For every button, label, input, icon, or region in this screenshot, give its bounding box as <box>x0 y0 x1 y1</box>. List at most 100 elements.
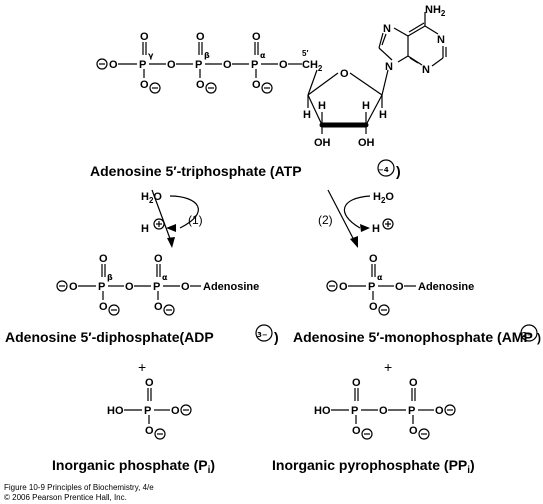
svg-text:O: O <box>167 59 176 71</box>
svg-text:N: N <box>422 64 430 76</box>
svg-text:O: O <box>125 281 134 293</box>
svg-text:2−: 2− <box>522 331 533 339</box>
svg-text:O: O <box>145 377 154 389</box>
alpha-label: α <box>260 51 266 60</box>
pyrophosphate-caption: Inorganic pyrophosphate (PPi) <box>272 457 475 476</box>
svg-text:β: β <box>107 273 113 282</box>
svg-text:O: O <box>140 31 149 43</box>
water-2-label: H2O <box>373 191 394 205</box>
reaction-2-label: (2) <box>318 213 333 227</box>
svg-text:P: P <box>251 59 258 71</box>
svg-text:O: O <box>196 79 205 91</box>
negative-charge-icon <box>261 82 273 94</box>
amp-caption: Adenosine 5′-monophosphate (AMP <box>293 329 533 345</box>
svg-text:H: H <box>303 109 311 121</box>
negative-charge-icon <box>163 304 175 316</box>
svg-text:O: O <box>171 405 180 417</box>
plus-sign-left: + <box>138 359 146 375</box>
svg-text:O: O <box>154 253 163 265</box>
negative-charge-icon <box>180 404 192 416</box>
svg-text:P: P <box>98 281 105 293</box>
svg-text:HO: HO <box>107 405 124 417</box>
atp-charge-badge: −4 <box>377 159 395 177</box>
svg-text:P: P <box>408 405 415 417</box>
svg-text:−4: −4 <box>378 166 389 174</box>
negative-charge-icon <box>444 404 456 416</box>
adp-charge-badge: 3− <box>255 324 273 342</box>
svg-text:): ) <box>537 331 541 345</box>
reaction-2-arrow: H2O H (2) <box>318 189 394 248</box>
adp-structure: O P β O O O P α O O O Adenosine <box>56 253 259 316</box>
svg-text:CH2: CH2 <box>302 59 323 73</box>
negative-charge-icon <box>378 304 390 316</box>
svg-text:O: O <box>435 405 444 417</box>
positive-charge-icon <box>153 218 165 230</box>
plus-sign-right: + <box>384 359 392 375</box>
svg-text:O: O <box>352 425 361 437</box>
svg-text:HO: HO <box>314 405 331 417</box>
svg-text:O: O <box>99 253 108 265</box>
hydroxyl-2-label: OH <box>314 137 331 149</box>
svg-text:O: O <box>340 68 349 80</box>
atp-caption: Adenosine 5′-triphosphate (ATP <box>90 163 302 179</box>
svg-text:O: O <box>279 59 288 71</box>
svg-text:O: O <box>181 281 190 293</box>
adp-adenosine-label: Adenosine <box>203 281 259 293</box>
svg-text:N: N <box>385 61 393 73</box>
svg-text:N: N <box>383 23 391 35</box>
svg-text:P: P <box>139 59 146 71</box>
adp-caption: Adenosine 5′-diphosphate(ADP <box>5 329 214 345</box>
svg-text:α: α <box>377 273 383 282</box>
svg-text:NH2: NH2 <box>425 4 446 18</box>
svg-text:P: P <box>195 59 202 71</box>
gamma-label: γ <box>148 51 154 60</box>
svg-text:H: H <box>379 109 387 121</box>
svg-text:P: P <box>368 281 375 293</box>
proton-1-label: H <box>141 223 149 235</box>
svg-text:H: H <box>362 100 370 112</box>
svg-text:O: O <box>223 59 232 71</box>
water-1-label: H2O <box>141 191 162 205</box>
svg-text:N: N <box>437 34 445 46</box>
atp-structure: O P γ O O O P β O O O P α O O O <box>96 4 447 149</box>
beta-label: β <box>204 51 210 60</box>
svg-text:): ) <box>396 163 401 179</box>
svg-text:O: O <box>352 377 361 389</box>
negative-charge-icon <box>205 82 217 94</box>
svg-text:O: O <box>409 425 418 437</box>
amp-adenosine-label: Adenosine <box>418 281 474 293</box>
svg-text:O: O <box>69 281 78 293</box>
reaction-1-label: (1) <box>188 213 203 227</box>
svg-text:O: O <box>154 301 163 313</box>
amp-charge-badge: 2− <box>520 324 538 342</box>
svg-text:O: O <box>395 281 404 293</box>
negative-charge-icon <box>154 428 166 440</box>
svg-text:3−: 3− <box>257 331 268 339</box>
svg-text:O: O <box>369 253 378 265</box>
proton-2-label: H <box>372 223 380 235</box>
figure-credit-line-2: © 2006 Pearson Prentice Hall, Inc. <box>4 493 127 502</box>
pyrophosphate-structure: HO P O O O P O O O <box>314 377 456 440</box>
positive-charge-icon <box>382 218 394 230</box>
svg-text:α: α <box>162 273 168 282</box>
svg-text:O: O <box>145 425 154 437</box>
negative-charge-icon <box>56 280 68 292</box>
svg-text:P: P <box>351 405 358 417</box>
svg-text:O: O <box>140 79 149 91</box>
five-prime-label: 5′ <box>302 49 308 58</box>
svg-text:H: H <box>318 100 326 112</box>
negative-charge-icon <box>149 82 161 94</box>
figure-credit-line-1: Figure 10-9 Principles of Biochemistry, … <box>4 483 154 492</box>
svg-text:O: O <box>109 59 118 71</box>
svg-text:P: P <box>144 405 151 417</box>
svg-text:O: O <box>369 301 378 313</box>
negative-charge-icon <box>361 428 373 440</box>
hydroxyl-3-label: OH <box>358 137 375 149</box>
svg-text:O: O <box>339 281 348 293</box>
svg-text:O: O <box>409 377 418 389</box>
negative-charge-icon <box>418 428 430 440</box>
svg-text:O: O <box>252 79 261 91</box>
svg-text:O: O <box>196 31 205 43</box>
phosphate-caption: Inorganic phosphate (Pi) <box>52 457 215 476</box>
svg-text:O: O <box>252 31 261 43</box>
